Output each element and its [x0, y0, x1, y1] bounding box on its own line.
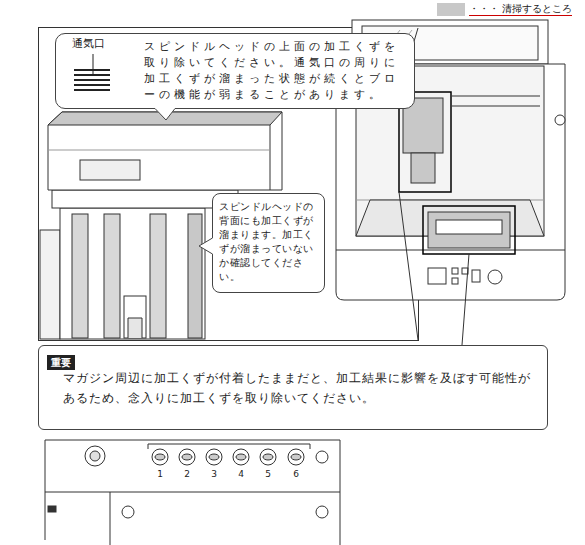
illustration-part — [452, 96, 540, 97]
illustration-part — [452, 278, 458, 284]
illustration-part — [188, 214, 202, 338]
illustration-part — [488, 270, 502, 284]
illustration-part — [291, 454, 301, 460]
legend-text: ・・・ 清掃するところ — [469, 3, 572, 16]
callout-number: 2 — [177, 469, 197, 480]
callout-number: 1 — [150, 469, 170, 480]
illustration-part — [48, 506, 56, 512]
illustration-part — [316, 451, 328, 463]
illustration-part — [80, 160, 140, 180]
illustration-part — [128, 318, 142, 338]
illustration-part — [122, 506, 134, 518]
illustration-part — [423, 206, 515, 254]
illustration-part — [45, 440, 340, 492]
illustration-part — [90, 451, 100, 461]
legend-swatch — [437, 3, 465, 16]
illustration-part — [148, 444, 310, 449]
illustration-part — [428, 268, 446, 284]
label-holder: 1 — [150, 469, 170, 480]
illustration-part — [316, 506, 328, 518]
illustration-part — [270, 125, 271, 190]
callout-bubble: 通気口スピンドルヘッドの上面の加工くずを取り除いてください。通気口の周りに加工く… — [55, 33, 415, 109]
illustration-part — [152, 449, 168, 465]
note-text: マガジン周辺に加工くずが付着したままだと、加工結果に影響を及ぼす可能性があるため… — [63, 368, 538, 408]
illustration-part — [263, 454, 273, 460]
illustration-part — [206, 449, 222, 465]
illustration-part — [462, 254, 469, 345]
illustration-part — [104, 214, 120, 338]
illustration-part — [452, 106, 540, 107]
illustration-part — [45, 492, 46, 540]
callout-tail — [155, 106, 177, 122]
note-heading: 重要 — [47, 355, 75, 370]
illustration-part — [60, 208, 205, 339]
illustration-part — [85, 446, 105, 466]
illustration-part — [233, 449, 249, 465]
illustration-part — [179, 449, 195, 465]
callout-number: 3 — [204, 469, 224, 480]
text-holder: マガジン周辺に加工くずが付着したままだと、加工結果に影響を及ぼす可能性があるため… — [63, 368, 538, 408]
illustration-part — [452, 268, 458, 274]
callout-tail — [198, 237, 215, 257]
focus-frame — [399, 92, 515, 254]
illustration-part — [72, 214, 88, 338]
legend-holder: ・・・ 清掃するところ — [469, 3, 572, 16]
vent-icon — [66, 54, 116, 94]
illustration-part — [209, 454, 219, 460]
callout-heading: 通気口 — [72, 37, 132, 51]
important-note: 重要マガジン周辺に加工くずが付着したままだと、加工結果に影響を及ぼす可能性がある… — [38, 345, 548, 430]
label-holder: 5 — [258, 469, 278, 480]
illustration-part — [399, 192, 418, 340]
illustration-part — [52, 190, 238, 208]
text-holder: スピンドルヘッドの背面にも加工くずが溜まります。加工くずが溜まっていないか確認し… — [219, 200, 319, 284]
illustration-part — [236, 454, 246, 460]
label-holder: 4 — [231, 469, 251, 480]
illustration-part — [436, 220, 502, 234]
illustration-part — [288, 449, 304, 465]
text-holder: スピンドルヘッドの上面の加工くずを取り除いてください。通気口の周りに加工くずが溜… — [144, 39, 409, 103]
illustration-part — [124, 296, 146, 338]
callout-bubble: スピンドルヘッドの背面にも加工くずが溜まります。加工くずが溜まっていないか確認し… — [212, 193, 325, 293]
illustration-part — [48, 150, 270, 151]
magazine — [45, 440, 340, 545]
label-holder: 6 — [286, 469, 306, 480]
illustration-part — [182, 454, 192, 460]
illustration-part — [336, 250, 565, 251]
illustration-part — [110, 492, 111, 545]
text-holder: 通気口 — [72, 37, 132, 51]
illustration-part — [472, 270, 480, 282]
callout-number: 6 — [286, 469, 306, 480]
illustration-part — [411, 153, 435, 183]
illustration-part — [555, 115, 565, 125]
illustration-part — [428, 212, 510, 248]
callout-text: スピンドルヘッドの上面の加工くずを取り除いてください。通気口の周りに加工くずが溜… — [144, 39, 409, 103]
text-holder: 重要 — [47, 351, 75, 370]
illustration-part — [340, 492, 341, 545]
callout-number: 4 — [231, 469, 251, 480]
label-holder: 2 — [177, 469, 197, 480]
illustration-part — [48, 112, 282, 190]
illustration-part — [260, 449, 276, 465]
label-holder: 3 — [204, 469, 224, 480]
callout-text: スピンドルヘッドの背面にも加工くずが溜まります。加工くずが溜まっていないか確認し… — [219, 200, 319, 284]
callout-number: 5 — [258, 469, 278, 480]
illustration-part — [40, 230, 60, 339]
illustration-part — [155, 454, 165, 460]
illustration-part — [150, 214, 166, 338]
